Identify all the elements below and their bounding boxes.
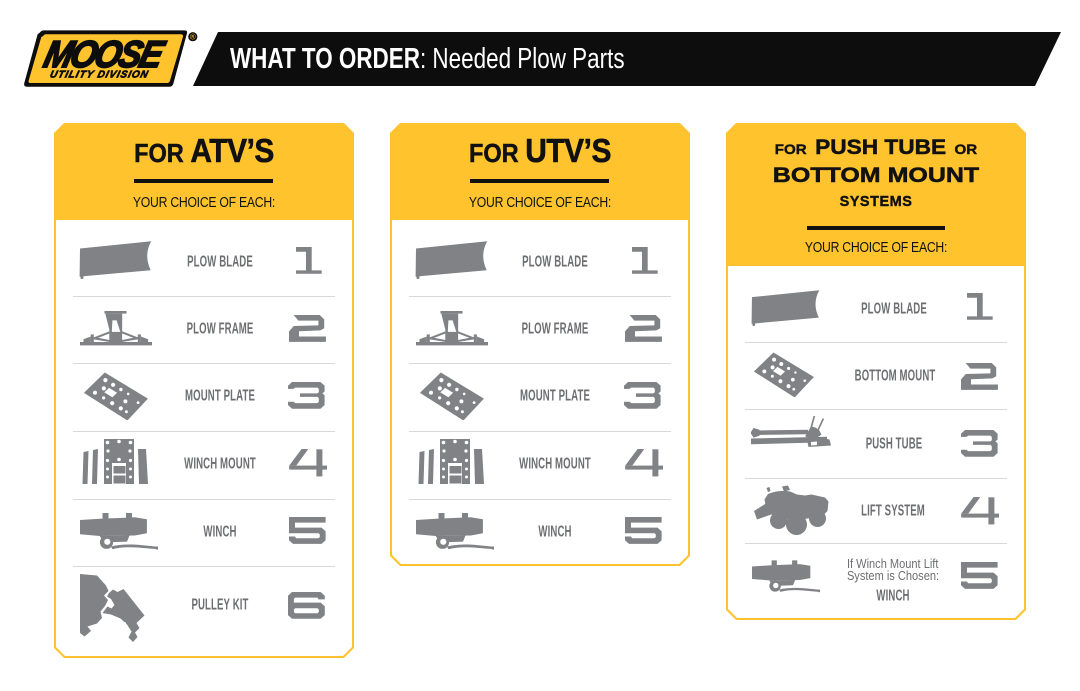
svg-text:MOOSE: MOOSE bbox=[40, 33, 170, 75]
svg-text:UTILITY DIVISION: UTILITY DIVISION bbox=[49, 70, 150, 81]
svg-text:®: ® bbox=[190, 33, 196, 42]
